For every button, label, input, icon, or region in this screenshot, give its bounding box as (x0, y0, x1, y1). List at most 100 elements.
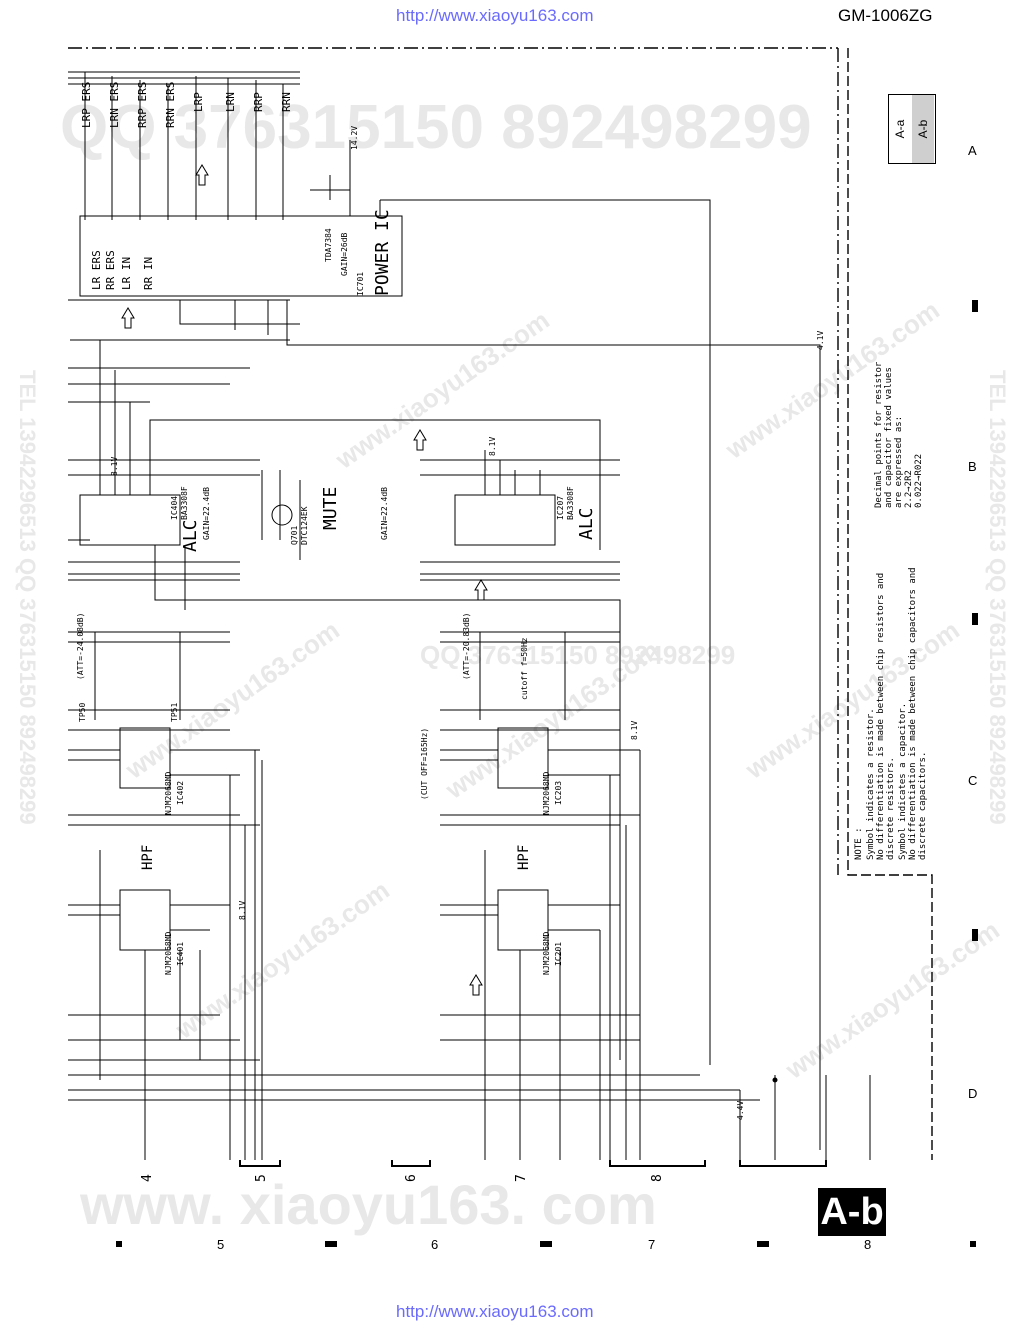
col-marker-1 (325, 1241, 337, 1247)
opamp-left-mid-part: NJM2068MD (164, 771, 173, 815)
bus-label-1: LRN ERS (108, 81, 121, 128)
row-label-b: B (968, 459, 977, 474)
opamp-right-mid-part: NJM2068MD (542, 771, 551, 815)
cutoff-right: cutoff f=50Hz (520, 637, 529, 700)
hpf-left-label: HPF (140, 844, 156, 870)
watermark-mid: QQ 376315150 892498299 (420, 640, 736, 670)
tp-left-2: TP51 (170, 702, 179, 722)
alc-right-part: BA3308F (566, 486, 575, 520)
voltage-41v: 4.1V (816, 330, 825, 350)
bus-label-2: RRP ERS (136, 81, 149, 128)
mute-part: DTC124EK (300, 506, 309, 545)
opamp-right-mid-ref: IC203 (554, 780, 563, 805)
note-line-4: Symbol indicates a capacitor. (898, 702, 908, 860)
hpf-right-label: HPF (516, 844, 532, 870)
alc-right-gain: GAIN=22.4dB (380, 487, 389, 540)
hpf-left-box (119, 889, 171, 951)
col-label-8: 8 (864, 1237, 872, 1252)
hpf-left-ref: IC401 (176, 941, 185, 966)
hpf-right-part: NJM2068MD (542, 931, 551, 975)
att-left: (ATT=-24.08dB) (76, 612, 85, 680)
voltage-81a: 8.1V (110, 456, 119, 476)
note-decimal-2: and capacitor fixed values (884, 367, 894, 508)
alc-left-label: ALC (180, 519, 201, 552)
tab-a-a[interactable]: A-a (889, 95, 911, 163)
hpf-left-part: NJM2068MD (164, 931, 173, 975)
pin-name-2: LR IN (120, 256, 133, 290)
model-number: GM-1006ZG (838, 6, 933, 25)
connector-4: 4 (140, 1174, 155, 1182)
power-ic-ref: IC701 (356, 271, 365, 296)
voltage-81d: 8.1V (238, 900, 247, 920)
voltage-81c: 8.1V (630, 720, 639, 740)
mute-transistor: Q701 (290, 525, 299, 545)
note-frame (847, 48, 933, 1160)
col-marker-0 (116, 1241, 122, 1247)
alc-left-gain: GAIN=22.4dB (202, 487, 211, 540)
row-marker-2 (972, 613, 978, 625)
alc-right-label: ALC (576, 507, 597, 540)
note-line-1: Symbol indicates a resistor. (866, 708, 876, 860)
cutoff-right-2: (CUT OFF=165Hz) (420, 727, 429, 800)
bus-label-0: LRP ERS (80, 81, 93, 128)
page-badge: A-b (818, 1188, 886, 1236)
alc-left-box (79, 494, 181, 546)
alc-right-box (454, 494, 556, 546)
hpf-right-box (497, 889, 549, 951)
note-decimal-5: 0.022→R022 (914, 453, 924, 508)
note-decimal-4: 2.2→2R2 (904, 470, 914, 508)
col-marker-4 (970, 1241, 976, 1247)
bus-label-6: RRP (252, 92, 265, 112)
opamp-right-mid (497, 727, 549, 789)
pin-name-1: RR ERS (104, 250, 117, 290)
tab-a-b[interactable]: A-b (912, 95, 934, 163)
att-right: (ATT=-20.83dB) (462, 612, 471, 680)
row-marker-3 (972, 929, 978, 941)
row-label-a: A (968, 143, 977, 158)
col-label-6: 6 (431, 1237, 439, 1252)
col-marker-2 (540, 1241, 552, 1247)
pin-name-0: LR ERS (90, 250, 103, 290)
opamp-left-mid-ref: IC402 (176, 780, 185, 805)
voltage-14v: 14.2V (350, 125, 359, 150)
power-ic-part: TDA7384 (324, 228, 333, 262)
bus-label-3: RRN ERS (164, 81, 177, 128)
alc-left-ref: IC404 (170, 495, 179, 520)
row-label-d: D (968, 1086, 978, 1101)
col-marker-3 (757, 1241, 769, 1247)
page-tabs: A-a A-b (888, 94, 936, 164)
pin-name-3: RR IN (142, 256, 155, 290)
opamp-left-mid (119, 727, 171, 789)
voltage-81b: 8.1V (488, 436, 497, 456)
mute-label: MUTE (320, 486, 341, 530)
alc-left-part: BA3308F (180, 486, 189, 520)
connector-7: 7 (514, 1174, 529, 1182)
connector-5: 5 (254, 1174, 269, 1182)
note-decimal-3: are expressed as: (894, 415, 904, 508)
watermark-bottom: www. xiaoyu163. com (80, 1173, 657, 1236)
footer-url[interactable]: http://www.xiaoyu163.com (396, 1302, 594, 1321)
header-url[interactable]: http://www.xiaoyu163.com (396, 6, 594, 25)
note-decimal-1: Decimal points for resistor (874, 361, 884, 508)
bus-label-5: LRN (224, 92, 237, 112)
power-ic-gain: GAIN=26dB (340, 232, 349, 276)
col-label-7: 7 (648, 1237, 656, 1252)
power-ic-label: POWER IC (372, 209, 393, 296)
note-line-2: No differentiation is made between chip … (876, 572, 886, 860)
note-line-5: No differentiation is made between chip … (908, 567, 918, 860)
bus-label-7: RRN (280, 92, 293, 112)
watermark-top: QQ 376315150 892498299 (60, 93, 812, 162)
connector-8: 8 (650, 1174, 665, 1182)
col-label-5: 5 (217, 1237, 225, 1252)
voltage-44v: 4.4V (736, 1100, 745, 1120)
connector-6: 6 (404, 1174, 419, 1182)
note-title: NOTE : (854, 827, 864, 860)
alc-right-ref: IC207 (556, 495, 565, 520)
tp-left: TP50 (78, 702, 87, 722)
power-ic-box (79, 215, 403, 297)
note-line-6: discrete capacitors. (918, 751, 928, 860)
bus-label-4: LRP (192, 92, 205, 112)
note-line-3: discrete resistors. (886, 757, 896, 860)
hpf-right-ref: IC201 (554, 941, 563, 966)
